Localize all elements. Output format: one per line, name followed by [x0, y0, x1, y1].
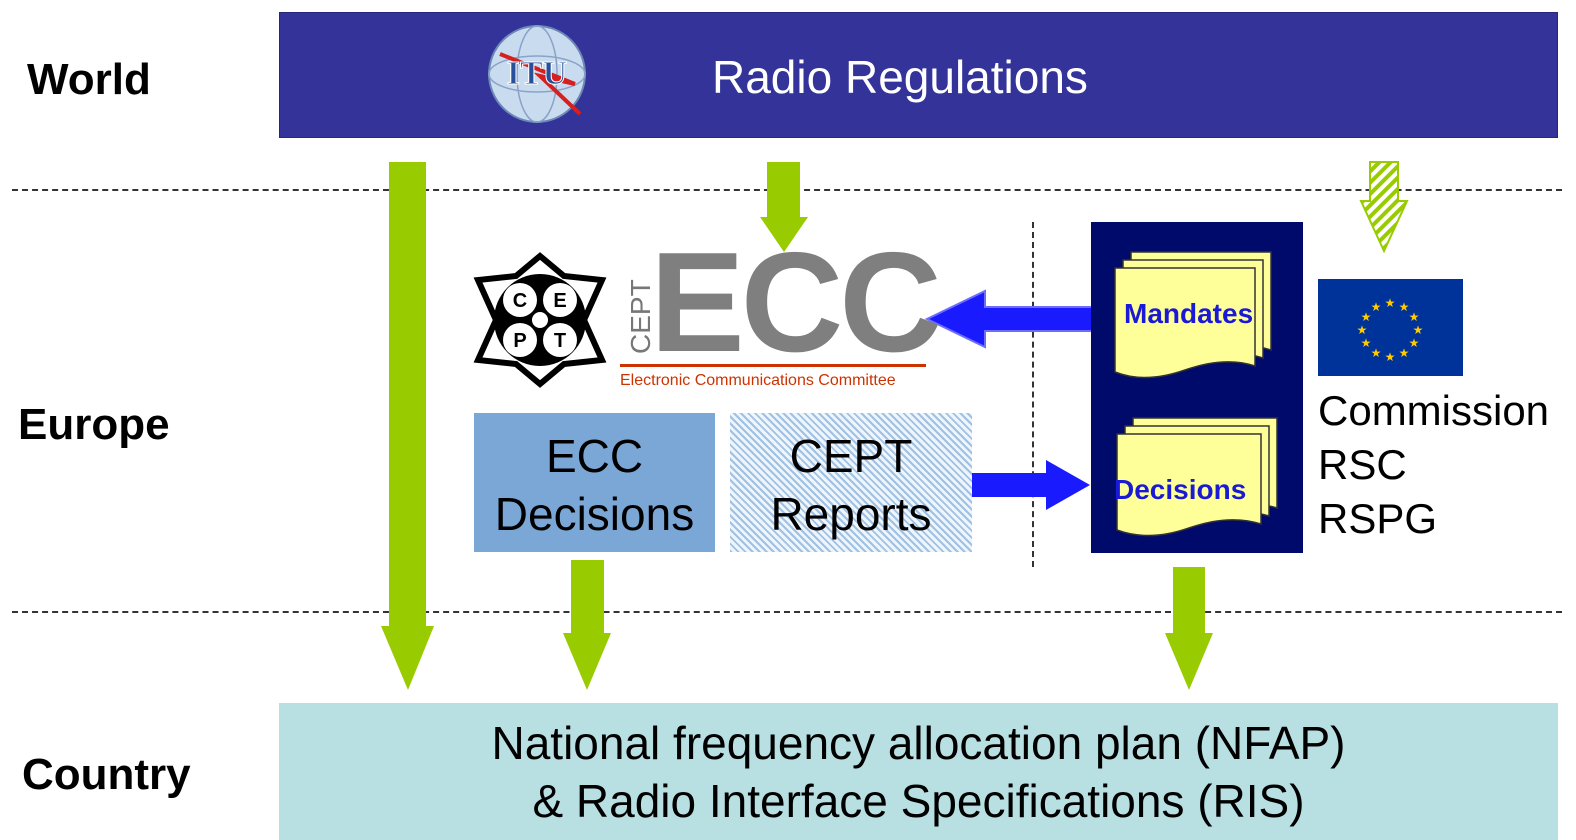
decisions-document-stack [1116, 417, 1278, 537]
arrow-ecc-decisions-to-country [563, 560, 611, 690]
eu-bodies-list: Commission RSC RSPG [1318, 384, 1549, 546]
cept-emblem-icon: C E P T [473, 252, 607, 388]
eu-body-rsc: RSC [1318, 441, 1407, 488]
itu-banner [279, 12, 1558, 138]
level-label-world: World [27, 55, 151, 104]
arrow-mandates-to-ecc [924, 289, 1107, 349]
svg-text:★: ★ [1357, 323, 1368, 337]
country-line2: & Radio Interface Specifications (RIS) [532, 775, 1305, 827]
arrow-eu-to-country [1165, 567, 1213, 690]
level-label-country: Country [22, 750, 191, 799]
arrow-itu-to-ecc [760, 162, 808, 252]
eu-body-rspg: RSPG [1318, 495, 1438, 542]
ecc-decisions-line2: Decisions [494, 488, 695, 540]
mandates-label: Mandates [1124, 298, 1254, 329]
svg-text:★: ★ [1413, 323, 1424, 337]
svg-text:★: ★ [1399, 346, 1410, 360]
svg-text:★: ★ [1371, 346, 1382, 360]
ecc-logo-underline [620, 364, 926, 367]
arrow-reports-to-decisions [956, 460, 1090, 510]
emblem-letter-c: C [513, 290, 527, 312]
svg-text:★: ★ [1385, 350, 1396, 364]
ecc-subtitle: Electronic Communications Committee [620, 372, 896, 389]
arrow-itu-to-eu-hatched [1359, 161, 1409, 254]
eu-flag-icon: ★ ★ ★ ★ ★ ★ ★ ★ ★ ★ ★ ★ [1318, 279, 1463, 376]
svg-text:CEPT: CEPT [625, 279, 656, 354]
itu-logo-text: ITU [507, 55, 567, 92]
separator-cept-eu [1032, 222, 1034, 567]
emblem-letter-t: T [554, 330, 566, 352]
country-box [279, 703, 1558, 840]
emblem-letter-e: E [553, 290, 566, 312]
decisions-label: Decisions [1114, 474, 1247, 505]
svg-text:★: ★ [1409, 310, 1420, 324]
cept-reports-line2: Reports [770, 488, 932, 540]
svg-text:★: ★ [1409, 336, 1420, 350]
eu-body-commission: Commission [1318, 387, 1550, 434]
svg-text:★: ★ [1399, 300, 1410, 314]
emblem-letter-p: P [513, 330, 526, 352]
ecc-decisions-box: ECC Decisions [474, 413, 715, 552]
cept-reports-box: CEPT Reports [730, 413, 972, 552]
ecc-decisions-line1: ECC [545, 430, 644, 482]
arrow-world-to-country [381, 162, 434, 690]
cept-reports-line1: CEPT [789, 430, 913, 482]
eu-document-stacks [1114, 251, 1278, 537]
svg-text:★: ★ [1371, 300, 1382, 314]
level-label-europe: Europe [18, 400, 170, 449]
itu-logo-icon: ITU [488, 25, 586, 123]
itu-title: Radio Regulations [712, 51, 1088, 103]
svg-text:★: ★ [1361, 310, 1372, 324]
cept-vertical-label: CEPT [625, 279, 656, 354]
country-text: National frequency allocation plan (NFAP… [279, 714, 1558, 830]
country-line1: National frequency allocation plan (NFAP… [491, 717, 1346, 769]
mandates-document-stack [1114, 251, 1272, 379]
svg-text:★: ★ [1385, 296, 1396, 310]
separator-europe-country [12, 611, 1562, 613]
ecc-logo-text: ECC [650, 223, 942, 382]
svg-text:★: ★ [1361, 336, 1372, 350]
